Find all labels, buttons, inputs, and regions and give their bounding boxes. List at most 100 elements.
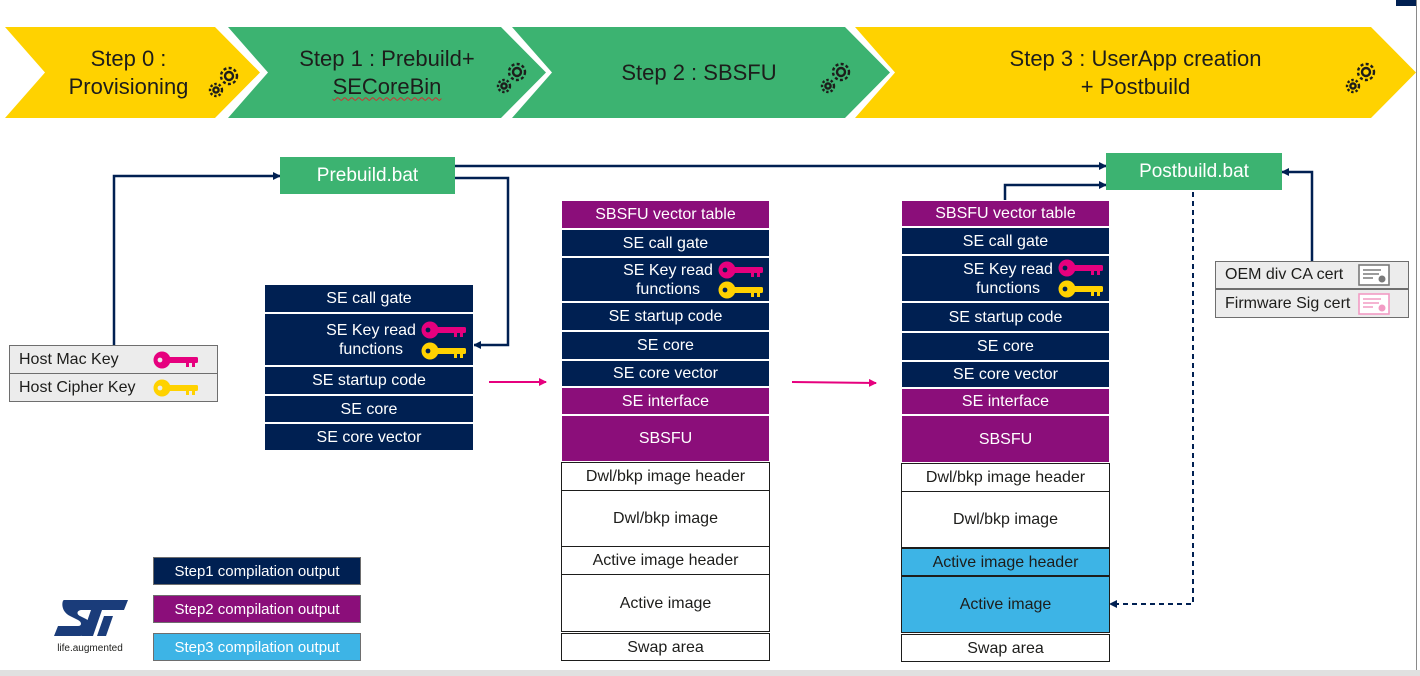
cell-label: SE core vector	[953, 366, 1058, 383]
se-key-read-cell: SE Key read functions	[901, 255, 1110, 302]
step2-title: Step 2 : SBSFU	[621, 59, 777, 85]
key-icon	[153, 351, 198, 369]
firmware-sig-cert-box: Firmware Sig cert	[1215, 289, 1409, 318]
cell-label: Dwl/bkp image	[953, 511, 1058, 528]
step3-memory-block: SBSFU vector table SE call gate SE Key r…	[901, 200, 1110, 662]
step2-to-step3-arrow	[791, 378, 877, 387]
postbuild-script-box: Postbuild.bat	[1106, 153, 1282, 190]
cell-label: SE core vector	[613, 365, 718, 382]
se-key-read-cell: SE Key read functions	[264, 313, 474, 366]
se-startup-code-cell: SE startup code	[561, 302, 770, 331]
sbsfu-cell: SBSFU	[561, 415, 770, 462]
step3-chevron: Step 3 : UserApp creation + Postbuild	[855, 27, 1416, 118]
se-key-read-cell: SE Key read functions	[561, 257, 770, 302]
cell-label: SE core	[637, 337, 694, 354]
sbsfu-vector-table-cell: SBSFU vector table	[901, 200, 1110, 227]
certs-to-postbuild-arrow	[1281, 168, 1314, 261]
cell-label: SE core vector	[316, 428, 422, 446]
se-call-gate-cell: SE call gate	[561, 229, 770, 257]
cell-label: SE startup code	[948, 308, 1063, 326]
step2-memory-block: SBSFU vector table SE call gate SE Key r…	[561, 200, 770, 661]
cell-label: SBSFU vector table	[935, 205, 1076, 222]
legend-step3: Step3 compilation output	[153, 633, 361, 661]
key-icon	[153, 379, 198, 397]
se-interface-cell: SE interface	[561, 387, 770, 415]
cell-label: Dwl/bkp image	[613, 510, 718, 527]
firmware-cert-label: Firmware Sig cert	[1225, 294, 1351, 312]
gear-icon	[208, 66, 239, 98]
se-core-cell: SE core	[901, 332, 1110, 361]
step1-title: Step 1 : Prebuild+	[299, 45, 475, 71]
se-call-gate-cell: SE call gate	[264, 284, 474, 313]
gear-icon	[496, 62, 527, 94]
cell-label: SE core	[977, 338, 1034, 355]
legend-label: Step1 compilation output	[174, 562, 340, 580]
se-startup-code-cell: SE startup code	[264, 366, 474, 395]
cell-label: SE core	[340, 400, 398, 418]
step3-title: Step 3 : UserApp creation	[1009, 45, 1262, 71]
oem-div-ca-cert-box: OEM div CA cert	[1215, 261, 1409, 289]
st-logo-mark	[54, 600, 128, 636]
dwl-bkp-image-header-cell: Dwl/bkp image header	[901, 463, 1110, 492]
step0-subtitle: Provisioning	[68, 73, 189, 99]
cell-label: SE call gate	[622, 234, 709, 252]
frame-border	[1416, 0, 1417, 676]
step0-chevron: Step 0 : Provisioning	[5, 27, 260, 118]
prebuild-script-box: Prebuild.bat	[280, 157, 455, 194]
cell-label: Swap area	[627, 638, 704, 656]
cell-label: SE interface	[621, 392, 710, 410]
se-interface-cell: SE interface	[901, 388, 1110, 415]
cell-label: SE startup code	[312, 372, 426, 389]
oem-cert-label: OEM div CA cert	[1225, 266, 1344, 283]
sbsfu-vector-table-cell: SBSFU vector table	[561, 200, 770, 229]
st-logo: life.augmented	[44, 598, 136, 658]
legend-step1: Step1 compilation output	[153, 557, 361, 585]
se-startup-code-cell: SE startup code	[901, 302, 1110, 332]
cell-label: SE startup code	[608, 308, 723, 325]
swap-area-cell: Swap area	[561, 633, 770, 661]
cell-label: Active image header	[592, 552, 739, 569]
se-core-vector-cell: SE core vector	[901, 361, 1110, 388]
active-image-cell: Active image	[901, 576, 1110, 633]
cell-label: SE Key read functions	[326, 321, 416, 358]
host-mac-key-label: Host Mac Key	[19, 350, 119, 368]
step3-to-postbuild-arrow	[1003, 181, 1107, 200]
dwl-bkp-image-header-cell: Dwl/bkp image header	[561, 462, 770, 491]
cell-label: SE call gate	[962, 232, 1049, 250]
se-core-vector-cell: SE core vector	[264, 423, 474, 451]
cell-label: Dwl/bkp image header	[925, 469, 1086, 486]
swap-area-cell: Swap area	[901, 634, 1110, 662]
postbuild-to-active-image-arrow	[1109, 192, 1194, 608]
frame-border	[0, 670, 1420, 676]
gear-icon	[1345, 62, 1376, 94]
cell-label: Swap area	[967, 639, 1044, 657]
key-icon	[421, 342, 466, 360]
step0-title: Step 0 :	[90, 45, 167, 71]
active-image-cell: Active image	[561, 574, 770, 632]
prebuild-label: Prebuild.bat	[316, 164, 419, 186]
postbuild-label: Postbuild.bat	[1139, 160, 1249, 182]
legend-label: Step2 compilation output	[174, 600, 340, 618]
cell-label: Active image	[619, 594, 712, 612]
corner-accent	[1396, 0, 1416, 6]
step2-chevron: Step 2 : SBSFU	[512, 27, 890, 118]
cell-label: SE Key read functions	[623, 261, 713, 298]
se-core-cell: SE core	[561, 331, 770, 360]
se-call-gate-cell: SE call gate	[901, 227, 1110, 255]
key-icon	[718, 281, 763, 299]
key-icon	[1058, 259, 1103, 277]
certificate-icon	[1358, 264, 1390, 286]
active-image-header-cell: Active image header	[561, 546, 770, 575]
step3-subtitle: + Postbuild	[1080, 73, 1191, 99]
legend-label: Step3 compilation output	[174, 638, 340, 656]
logo-tagline: life.augmented	[57, 643, 123, 654]
cell-label: Active image header	[932, 553, 1079, 571]
cell-label: SBSFU vector table	[595, 206, 736, 223]
step1-subtitle: SECoreBin	[332, 73, 442, 99]
host-cipher-key-label: Host Cipher Key	[19, 378, 136, 396]
dwl-bkp-image-cell: Dwl/bkp image	[901, 491, 1110, 548]
prebuild-to-step1-arrow	[455, 176, 510, 349]
se-core-cell: SE core	[264, 395, 474, 423]
